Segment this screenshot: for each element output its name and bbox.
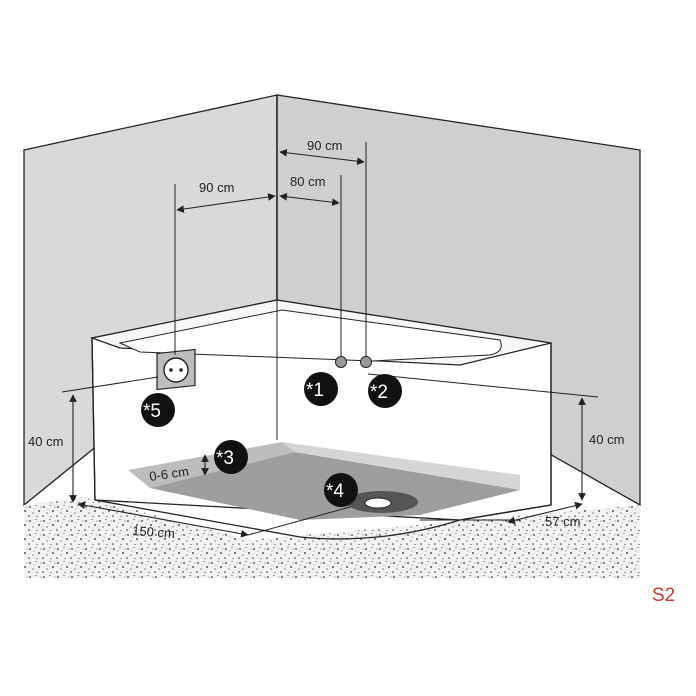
label-floor-gap: 0-6 cm <box>148 464 189 484</box>
label-socket-offset: 90 cm <box>199 180 234 195</box>
svg-text:*3: *3 <box>216 448 234 469</box>
marker-1-badge: *1 <box>304 372 338 406</box>
socket-hole-left <box>169 368 173 372</box>
subfloor-left <box>128 442 295 488</box>
dim-arrow-tray-depth <box>507 501 583 525</box>
drain-inner <box>364 497 392 509</box>
leader-pipe-horizontal <box>367 373 599 398</box>
marker-3-badge: *3 <box>214 440 248 474</box>
leader-tray-length <box>247 506 351 536</box>
label-pipe-spacing-inner: 80 cm <box>290 174 325 189</box>
dim-arrow-socket-offset <box>176 193 276 213</box>
dim-arrow-pipe-inner <box>279 192 340 207</box>
label-socket-height: 40 cm <box>28 434 63 449</box>
socket-face <box>163 357 189 383</box>
svg-text:*4: *4 <box>326 481 344 502</box>
tray-base-curve <box>94 499 552 540</box>
pipe-2 <box>360 356 372 368</box>
label-tray-depth: 57 cm <box>545 514 580 529</box>
floor <box>24 497 640 578</box>
tray-left-edge <box>91 337 96 501</box>
marker-4-badge: *4 <box>324 473 358 507</box>
tray-inner-rim <box>118 309 502 362</box>
model-code: S2 <box>652 585 675 606</box>
label-tray-length: 150 cm <box>132 523 176 541</box>
svg-text:*2: *2 <box>370 382 388 403</box>
dim-arrow-tray-length <box>77 501 249 538</box>
leader-socket-horizontal <box>61 376 159 393</box>
svg-text:*1: *1 <box>306 380 324 401</box>
pipe-1 <box>335 356 347 368</box>
subfloor-right <box>282 442 520 490</box>
label-right-height: 40 cm <box>589 432 624 447</box>
label-pipe-spacing-top: 90 cm <box>307 138 342 153</box>
marker-5-badge: *5 <box>141 393 175 427</box>
dim-arrow-pipe-top <box>279 148 365 166</box>
svg-text:*5: *5 <box>143 401 161 422</box>
socket-hole-right <box>179 368 183 372</box>
marker-2-badge: *2 <box>368 374 402 408</box>
